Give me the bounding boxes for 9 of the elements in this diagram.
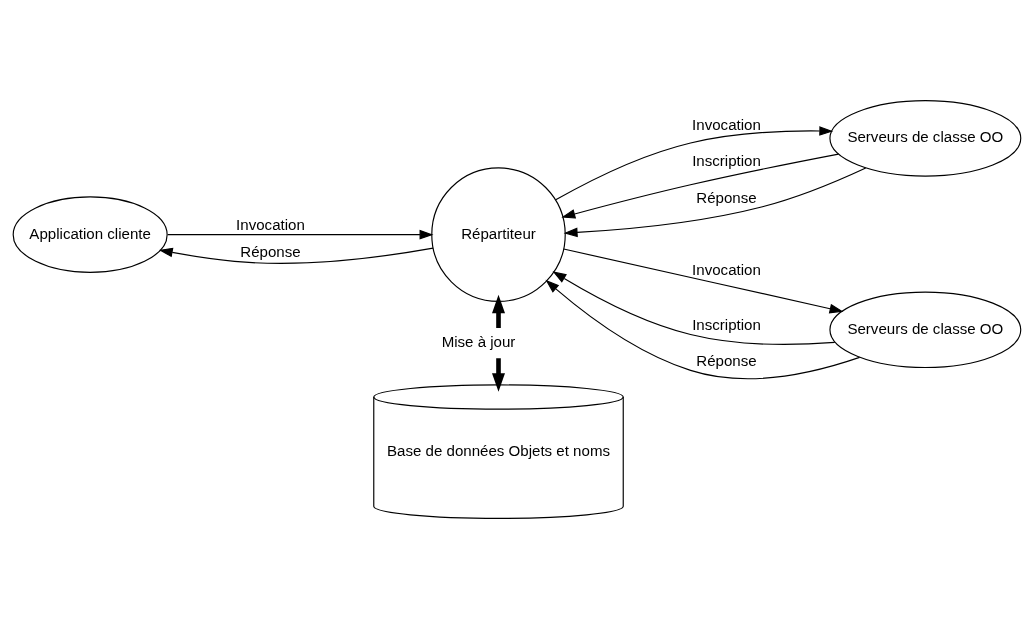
edge-label: Réponse [696, 351, 757, 369]
edge-label: Inscription [692, 151, 761, 168]
edge-label: Inscription [692, 315, 761, 333]
edge-label: Réponse [240, 242, 301, 260]
edge-label: Invocation [692, 260, 761, 278]
edge-label: Mise à jour [441, 332, 516, 350]
edge-label: Invocation [236, 215, 305, 233]
edge-label: Invocation [692, 115, 761, 133]
edge-label: Réponse [696, 188, 757, 206]
